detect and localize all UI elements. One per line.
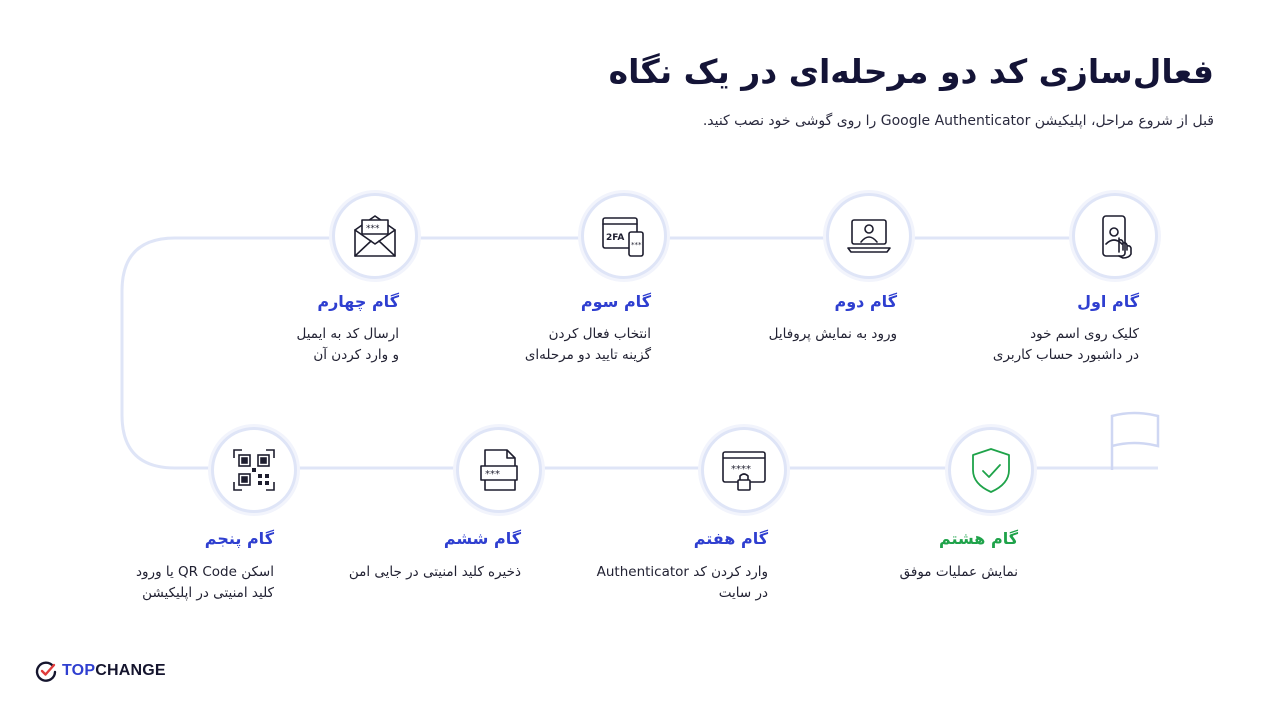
twofa-devices-icon: 2FA *** [602, 217, 644, 257]
svg-text:2FA: 2FA [606, 233, 624, 243]
svg-text:***: *** [631, 241, 642, 249]
step-6-desc-line1: ذخیره کلید امنیتی در جایی امن [348, 564, 521, 580]
step-2-desc-line1: ورود به نمایش پروفایل [768, 326, 897, 342]
secure-file-icon: *** [480, 449, 518, 491]
step-3-title: گام سوم [580, 292, 651, 311]
step-4-desc-line2: و وارد کردن آن [313, 347, 399, 363]
step-4-title: گام چهارم [317, 292, 399, 311]
brand-mark-icon [34, 659, 58, 683]
step-7-desc-line2: در سایت [718, 585, 768, 601]
step-7-title: گام هفتم [693, 529, 768, 548]
step-3-desc-line1: انتخاب فعال کردن [548, 326, 651, 342]
envelope-code-icon: *** [354, 215, 396, 257]
brand-name-part1: TOP [62, 662, 96, 679]
laptop-profile-icon [847, 219, 891, 253]
step-5-desc-line1: اسکن QR Code یا ورود [136, 564, 274, 580]
svg-text:***: *** [366, 224, 380, 234]
step-5-title: گام پنجم [204, 529, 274, 548]
phone-touch-icon [1102, 215, 1132, 259]
svg-text:***: *** [485, 469, 500, 480]
step-7-desc-line1: وارد کردن کد Authenticator [596, 564, 768, 580]
step-5-desc-line2: کلید امنیتی در اپلیکیشن [142, 585, 274, 601]
step-3-desc-line2: گزینه تایید دو مرحله‌ای [524, 347, 651, 363]
step-1-desc-line1: کلیک روی اسم خود [1030, 326, 1139, 342]
step-8-desc-line1: نمایش عملیات موفق [899, 564, 1018, 580]
step-5-icon-circle [211, 427, 297, 513]
step-2-title: گام دوم [834, 292, 898, 311]
page-title: فعال‌سازی کد دو مرحله‌ای در یک نگاه [608, 52, 1214, 91]
step-7-icon-circle: **** [701, 427, 787, 513]
step-1-icon-circle [1072, 193, 1158, 279]
step-1-desc-line2: در داشبورد حساب کاربری [992, 347, 1139, 363]
step-1-title: گام اول [1077, 292, 1139, 311]
step-2-icon-circle [826, 193, 912, 279]
qr-code-icon [233, 449, 275, 491]
svg-text:****: **** [731, 464, 751, 475]
page-subtitle: قبل از شروع مراحل، اپلیکیشن Google Authe… [702, 113, 1214, 129]
shield-check-icon [972, 448, 1010, 493]
step-8-title: گام هشتم [938, 529, 1018, 548]
step-3-icon-circle: 2FA *** [581, 193, 667, 279]
step-4-desc-line1: ارسال کد به ایمیل [296, 326, 400, 342]
browser-lock-icon: **** [722, 451, 766, 491]
step-4-icon-circle: *** [332, 193, 418, 279]
step-6-title: گام ششم [443, 529, 521, 548]
finish-flag-icon [1110, 411, 1160, 470]
step-8-icon-circle [948, 427, 1034, 513]
step-6-icon-circle: *** [456, 427, 542, 513]
brand-name-part2: CHANGE [95, 662, 166, 679]
